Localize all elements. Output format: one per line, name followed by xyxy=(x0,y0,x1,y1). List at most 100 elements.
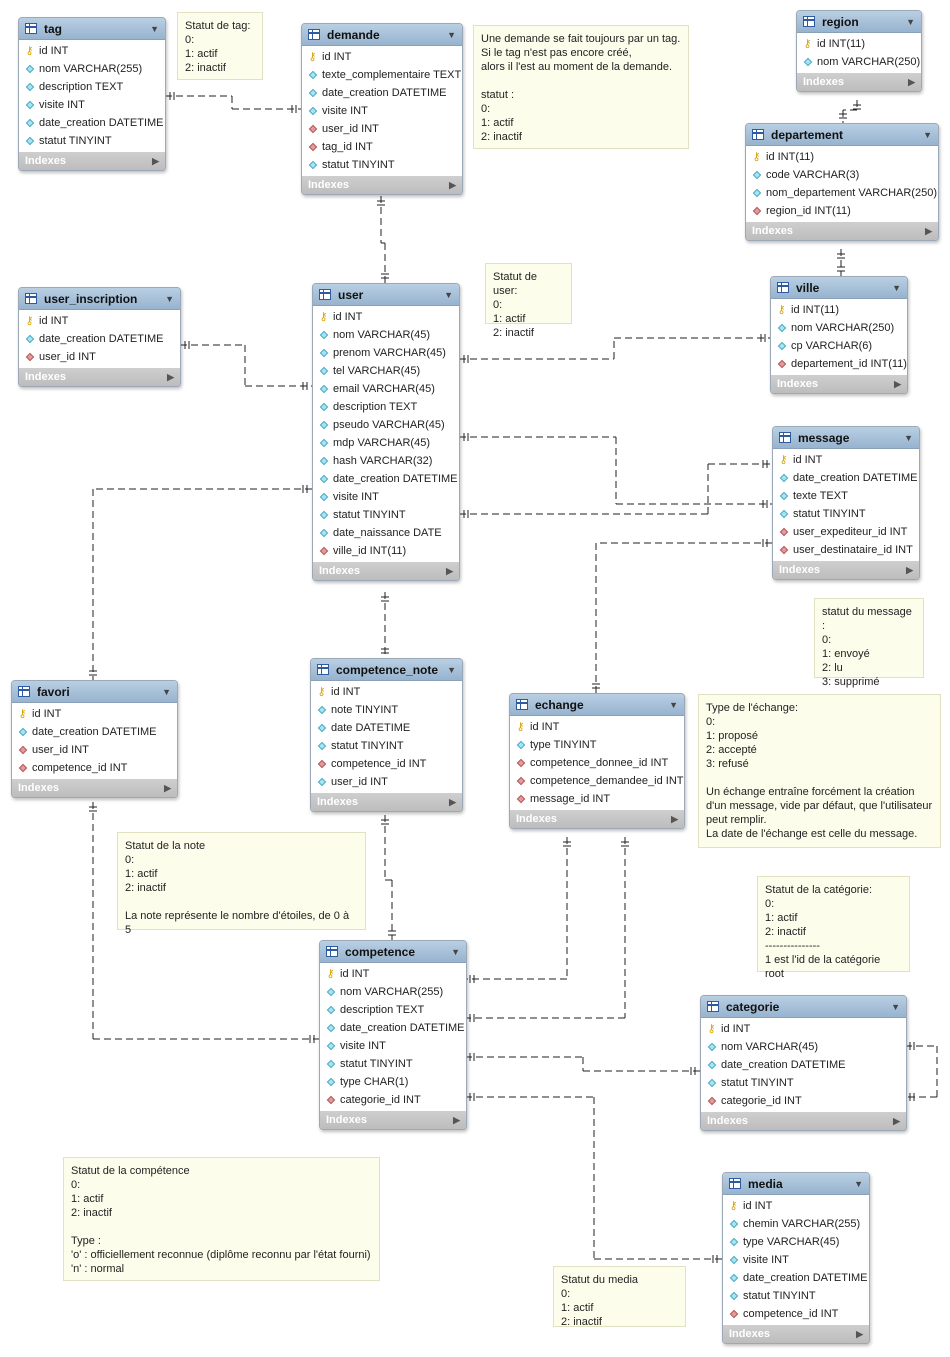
collapse-triangle-icon[interactable]: ▼ xyxy=(892,282,901,293)
column-row[interactable]: competence_id INT xyxy=(12,759,177,777)
indexes-bar[interactable]: Indexes▶ xyxy=(773,561,919,579)
column-row[interactable]: ⚷id INT xyxy=(701,1020,906,1038)
column-row[interactable]: tel VARCHAR(45) xyxy=(313,362,459,380)
column-row[interactable]: email VARCHAR(45) xyxy=(313,380,459,398)
indexes-bar[interactable]: Indexes▶ xyxy=(19,152,165,170)
column-row[interactable]: ⚷id INT(11) xyxy=(797,35,921,53)
column-row[interactable]: visite INT xyxy=(723,1251,869,1269)
column-row[interactable]: nom_departement VARCHAR(250) xyxy=(746,184,938,202)
collapse-triangle-icon[interactable]: ▼ xyxy=(444,289,453,300)
column-row[interactable]: type CHAR(1) xyxy=(320,1073,466,1091)
column-row[interactable]: tag_id INT xyxy=(302,138,462,156)
column-row[interactable]: date_creation DATETIME xyxy=(302,84,462,102)
table-ville[interactable]: ville▼⚷id INT(11)nom VARCHAR(250)cp VARC… xyxy=(770,276,908,394)
column-row[interactable]: nom VARCHAR(45) xyxy=(313,326,459,344)
column-row[interactable]: date DATETIME xyxy=(311,719,462,737)
column-row[interactable]: date_creation DATETIME xyxy=(313,470,459,488)
indexes-bar[interactable]: Indexes▶ xyxy=(311,793,462,811)
column-row[interactable]: type VARCHAR(45) xyxy=(723,1233,869,1251)
collapse-triangle-icon[interactable]: ▼ xyxy=(904,432,913,443)
column-row[interactable]: departement_id INT(11) xyxy=(771,355,907,373)
table-header[interactable]: user▼ xyxy=(313,284,459,306)
table-header[interactable]: demande▼ xyxy=(302,24,462,46)
column-row[interactable]: competence_demandee_id INT xyxy=(510,772,684,790)
column-row[interactable]: date_creation DATETIME xyxy=(773,469,919,487)
collapse-triangle-icon[interactable]: ▼ xyxy=(150,23,159,34)
indexes-bar[interactable]: Indexes▶ xyxy=(320,1111,466,1129)
table-header[interactable]: departement▼ xyxy=(746,124,938,146)
expand-play-icon[interactable]: ▶ xyxy=(671,813,678,824)
column-row[interactable]: date_creation DATETIME xyxy=(12,723,177,741)
column-row[interactable]: cp VARCHAR(6) xyxy=(771,337,907,355)
indexes-bar[interactable]: Indexes▶ xyxy=(723,1325,869,1343)
column-row[interactable]: prenom VARCHAR(45) xyxy=(313,344,459,362)
column-row[interactable]: user_expediteur_id INT xyxy=(773,523,919,541)
column-row[interactable]: ⚷id INT(11) xyxy=(746,148,938,166)
table-header[interactable]: region▼ xyxy=(797,11,921,33)
column-row[interactable]: statut TINYINT xyxy=(311,737,462,755)
column-row[interactable]: user_id INT xyxy=(311,773,462,791)
column-row[interactable]: note TINYINT xyxy=(311,701,462,719)
column-row[interactable]: competence_id INT xyxy=(311,755,462,773)
column-row[interactable]: ⚷id INT xyxy=(12,705,177,723)
column-row[interactable]: competence_id INT xyxy=(723,1305,869,1323)
indexes-bar[interactable]: Indexes▶ xyxy=(313,562,459,580)
table-header[interactable]: user_inscription▼ xyxy=(19,288,180,310)
expand-play-icon[interactable]: ▶ xyxy=(449,796,456,807)
column-row[interactable]: ⚷id INT xyxy=(302,48,462,66)
column-row[interactable]: visite INT xyxy=(313,488,459,506)
collapse-triangle-icon[interactable]: ▼ xyxy=(923,129,932,140)
indexes-bar[interactable]: Indexes▶ xyxy=(701,1112,906,1130)
column-row[interactable]: date_naissance DATE xyxy=(313,524,459,542)
collapse-triangle-icon[interactable]: ▼ xyxy=(891,1001,900,1012)
column-row[interactable]: texte TEXT xyxy=(773,487,919,505)
collapse-triangle-icon[interactable]: ▼ xyxy=(162,686,171,697)
expand-play-icon[interactable]: ▶ xyxy=(856,1328,863,1339)
table-departement[interactable]: departement▼⚷id INT(11)code VARCHAR(3)no… xyxy=(745,123,939,241)
column-row[interactable]: ⚷id INT xyxy=(773,451,919,469)
column-row[interactable]: texte_complementaire TEXT xyxy=(302,66,462,84)
expand-play-icon[interactable]: ▶ xyxy=(453,1114,460,1125)
column-row[interactable]: visite INT xyxy=(320,1037,466,1055)
expand-play-icon[interactable]: ▶ xyxy=(894,378,901,389)
column-row[interactable]: date_creation DATETIME xyxy=(701,1056,906,1074)
table-header[interactable]: ville▼ xyxy=(771,277,907,299)
table-header[interactable]: categorie▼ xyxy=(701,996,906,1018)
column-row[interactable]: type TINYINT xyxy=(510,736,684,754)
indexes-bar[interactable]: Indexes▶ xyxy=(746,222,938,240)
column-row[interactable]: ⚷id INT xyxy=(510,718,684,736)
column-row[interactable]: user_id INT xyxy=(12,741,177,759)
column-row[interactable]: date_creation DATETIME xyxy=(19,114,165,132)
table-header[interactable]: favori▼ xyxy=(12,681,177,703)
expand-play-icon[interactable]: ▶ xyxy=(925,225,932,236)
expand-play-icon[interactable]: ▶ xyxy=(167,371,174,382)
column-row[interactable]: ⚷id INT xyxy=(313,308,459,326)
expand-play-icon[interactable]: ▶ xyxy=(446,565,453,576)
collapse-triangle-icon[interactable]: ▼ xyxy=(447,664,456,675)
table-region[interactable]: region▼⚷id INT(11)nom VARCHAR(250)Indexe… xyxy=(796,10,922,92)
column-row[interactable]: statut TINYINT xyxy=(313,506,459,524)
column-row[interactable]: user_destinataire_id INT xyxy=(773,541,919,559)
indexes-bar[interactable]: Indexes▶ xyxy=(19,368,180,386)
column-row[interactable]: nom VARCHAR(45) xyxy=(701,1038,906,1056)
table-header[interactable]: competence_note▼ xyxy=(311,659,462,681)
column-row[interactable]: categorie_id INT xyxy=(701,1092,906,1110)
column-row[interactable]: statut TINYINT xyxy=(320,1055,466,1073)
column-row[interactable]: ville_id INT(11) xyxy=(313,542,459,560)
collapse-triangle-icon[interactable]: ▼ xyxy=(669,699,678,710)
column-row[interactable]: nom VARCHAR(250) xyxy=(797,53,921,71)
column-row[interactable]: date_creation DATETIME xyxy=(723,1269,869,1287)
column-row[interactable]: nom VARCHAR(255) xyxy=(19,60,165,78)
indexes-bar[interactable]: Indexes▶ xyxy=(12,779,177,797)
column-row[interactable]: statut TINYINT xyxy=(19,132,165,150)
table-header[interactable]: competence▼ xyxy=(320,941,466,963)
expand-play-icon[interactable]: ▶ xyxy=(152,155,159,166)
